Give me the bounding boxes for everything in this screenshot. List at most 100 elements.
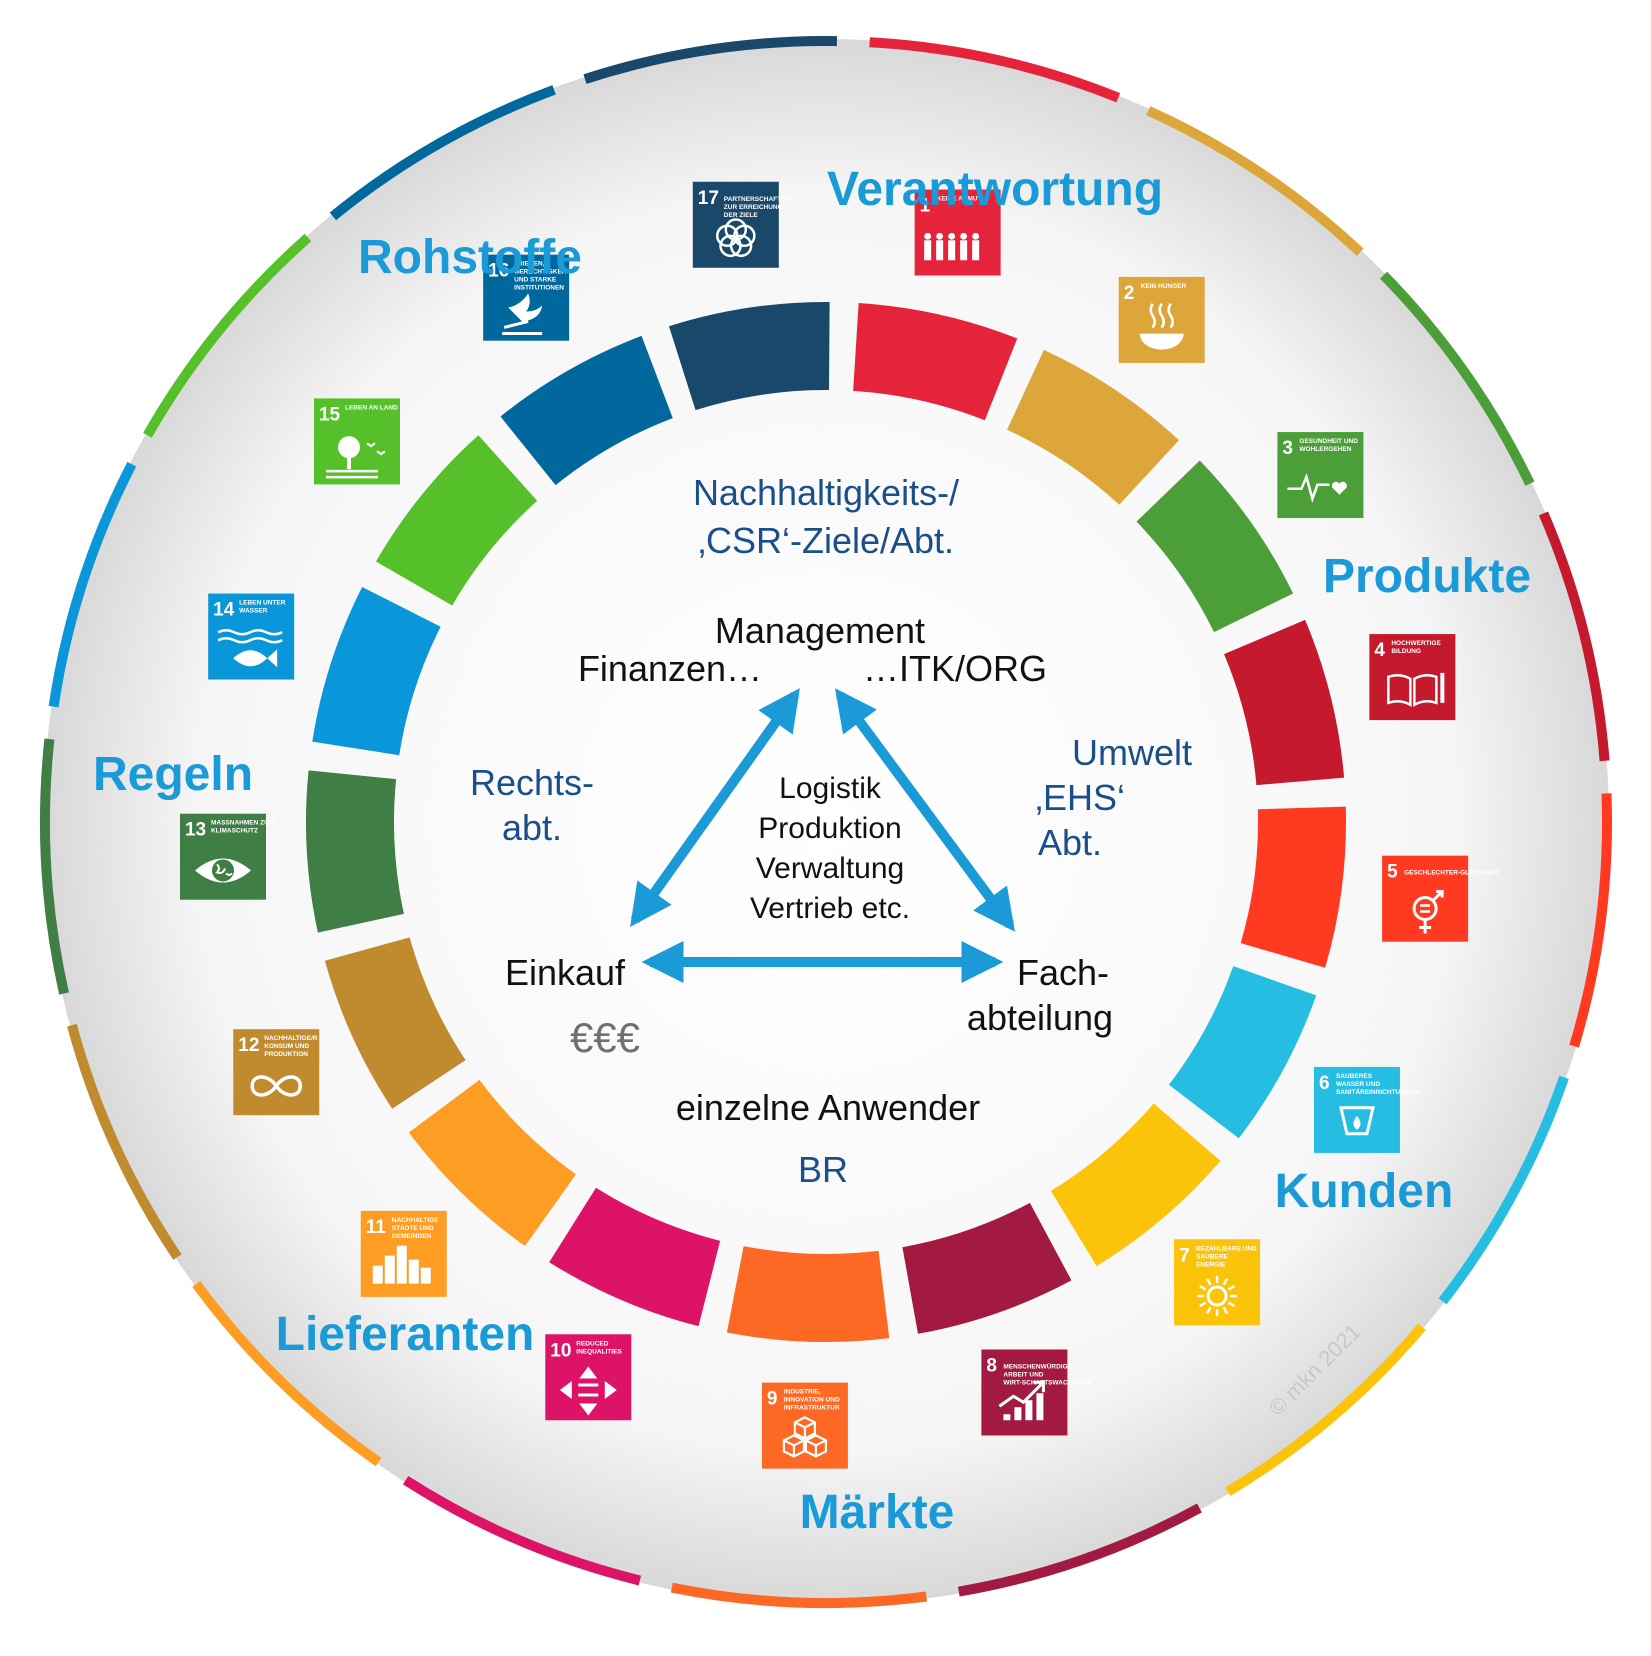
sdg-title-line: SAUBERES <box>1336 1073 1373 1080</box>
sdg-tile-5: 5 GESCHLECHTER-GLEICHHEIT <box>1382 855 1499 942</box>
sdg-title-line: ENERGIE <box>1196 1261 1226 1268</box>
gender-icon <box>1412 889 1444 934</box>
eye-globe-icon <box>194 858 251 883</box>
anwender-label: einzelne Anwender <box>676 1087 980 1128</box>
umwelt-line1: Umwelt <box>1072 732 1192 773</box>
sdg-title-line: GESCHLECHTER-GLEICHHEIT <box>1404 870 1499 877</box>
sdg-tile-bg <box>914 189 1001 276</box>
triangle-arrows <box>630 688 1015 983</box>
label-kunden: Kunden <box>1275 1165 1454 1218</box>
outer-segment-10 <box>402 1476 642 1586</box>
sdg-number: 13 <box>185 820 206 841</box>
sdg-number: 16 <box>488 261 509 282</box>
sdg-title-line: ARBEIT UND <box>1003 1371 1043 1378</box>
triangle-line-logistik: Logistik <box>779 772 882 805</box>
sdg-number: 6 <box>1319 1073 1330 1094</box>
water-drop-icon <box>1339 1106 1375 1136</box>
sdg-number: 3 <box>1282 438 1293 459</box>
book-icon <box>1387 672 1445 708</box>
label-rohstoffe: Rohstoffe <box>358 231 582 284</box>
sdg-title-line: GERECHTIGKEIT <box>514 269 567 276</box>
sdg-color-ring <box>306 301 1346 1342</box>
fish-icon <box>217 629 283 668</box>
sdg-title-line: INSTITUTIONEN <box>514 285 564 292</box>
heartbeat-icon <box>1287 472 1347 503</box>
sdg-number: 4 <box>1374 640 1385 661</box>
sdg-number: 10 <box>550 1340 571 1361</box>
cubes-icon <box>782 1416 828 1458</box>
ring-segment-5 <box>1240 806 1346 968</box>
sdg-title-line: KONSUM UND <box>264 1043 309 1050</box>
fach-line2: abteilung <box>967 997 1113 1038</box>
sdg-tile-bg <box>981 1349 1068 1436</box>
city-icon <box>372 1245 431 1284</box>
sdg-title-line: PARTNERSCHAFTEN <box>724 196 791 203</box>
dove-icon <box>502 293 543 335</box>
label-maerkte: Märkte <box>800 1486 955 1539</box>
sdg-tile-bg <box>233 1029 320 1116</box>
ring-segment-12 <box>324 937 466 1109</box>
infinity-icon <box>250 1075 303 1097</box>
sdg-number: 5 <box>1387 862 1398 883</box>
ring-segment-9 <box>726 1246 890 1342</box>
outer-color-ring <box>40 35 1612 1608</box>
ring-segment-8 <box>902 1202 1072 1334</box>
ring-segment-14 <box>312 586 441 756</box>
ring-segment-17 <box>668 301 830 411</box>
label-lieferanten: Lieferanten <box>276 1308 535 1361</box>
euro-symbols: €€€ <box>570 1014 640 1061</box>
ring-segment-16 <box>500 335 673 486</box>
sdg-title-line: KEINE ARMUT <box>937 196 982 203</box>
nachhaltigkeit-line2: ‚CSR‘-Ziele/Abt. <box>698 520 954 561</box>
outer-segment-5 <box>1569 793 1612 1048</box>
outer-segment-7 <box>1225 1323 1426 1496</box>
sdg-title-line: SANITÄREINRICHTUNGEN <box>1336 1088 1419 1096</box>
ring-segment-1 <box>853 303 1018 421</box>
umwelt-line3: Abt. <box>1038 822 1102 863</box>
finanzen-label: Finanzen… <box>578 648 762 689</box>
outer-segment-15 <box>143 233 312 438</box>
rechts-line2: abt. <box>502 807 562 848</box>
sdg-title-line: DER ZIELE <box>724 212 759 219</box>
sdg-title-line: BEZAHLBARE UND <box>1196 1245 1257 1252</box>
umwelt-line2: ‚EHS‘ <box>1035 777 1125 818</box>
ring-segment-13 <box>306 770 404 933</box>
ring-segment-4 <box>1224 619 1345 786</box>
outer-segment-12 <box>67 1023 182 1260</box>
sdg-title-line: MENSCHENWÜRDIGE <box>1003 1361 1072 1370</box>
sdg-title-line: PRODUKTION <box>264 1051 308 1058</box>
sdg-number: 8 <box>986 1355 997 1376</box>
sdg-title-line: NACHHALTIGE/R <box>264 1035 318 1042</box>
rechts-line1: Rechts- <box>470 762 594 803</box>
sdg-number: 15 <box>319 404 341 425</box>
fach-line1: Fach- <box>1017 952 1109 993</box>
sdg-title-line: REDUCED <box>576 1340 608 1347</box>
sdg-title-line: GEMEINDEN <box>392 1233 432 1240</box>
outer-segment-17 <box>583 35 837 84</box>
outer-segment-16 <box>329 85 556 221</box>
triangle-line-vertrieb: Vertrieb etc. <box>750 892 910 925</box>
sun-power-icon <box>1197 1276 1238 1317</box>
rings-icon <box>715 218 756 258</box>
label-regeln: Regeln <box>93 748 253 801</box>
sdg-number: 12 <box>238 1035 259 1056</box>
sdg-title-line: WASSER UND <box>1336 1081 1380 1088</box>
tree-icon <box>325 436 386 479</box>
sdg-title-line: NACHHALTIGE <box>392 1217 439 1224</box>
sdg-title-line: LEBEN UNTER <box>239 600 286 607</box>
ring-segment-6 <box>1168 966 1317 1139</box>
label-produkte: Produkte <box>1323 550 1531 603</box>
sdg-title-line: ZUR ERREICHUNG <box>724 204 783 211</box>
sdg-title-line: FRIEDEN, <box>514 261 545 268</box>
sdg-title-line: INDUSTRIE, <box>784 1389 821 1396</box>
outer-segment-9 <box>670 1582 928 1608</box>
